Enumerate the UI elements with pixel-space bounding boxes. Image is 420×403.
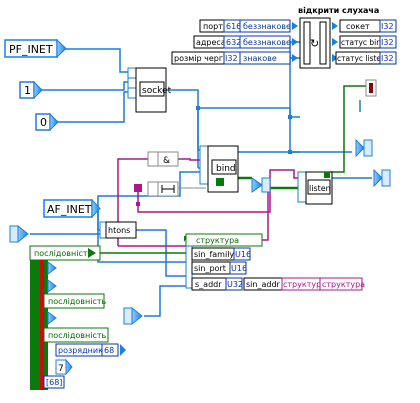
zero-label: 0 bbox=[40, 116, 47, 129]
listen-status-type: I32 bbox=[381, 54, 394, 63]
struct-label-1: структура bbox=[283, 280, 326, 289]
htons-function[interactable]: htons bbox=[99, 221, 137, 239]
size-of-operator[interactable] bbox=[134, 181, 179, 197]
s-addr-label: s_addr bbox=[195, 280, 222, 289]
bind-status-label: статус bind bbox=[341, 38, 386, 47]
output-terminal-3[interactable] bbox=[251, 177, 271, 193]
sin-addr-label: sin_addr bbox=[246, 280, 281, 289]
zero-item-label: розрядник bbox=[58, 346, 103, 355]
input-terminal-address[interactable] bbox=[123, 306, 143, 326]
htons-label: htons bbox=[108, 226, 130, 235]
and-label: & bbox=[163, 156, 170, 166]
pf-inet-label: PF_INET bbox=[9, 43, 53, 56]
listen-panel: відкрити слухача ↻ порт 616 беззнакове а… bbox=[171, 5, 397, 69]
sequence-block[interactable]: послідовність послідовність послідовніст… bbox=[29, 245, 126, 390]
bind-status-type: I32 bbox=[381, 38, 394, 47]
panel-input-port[interactable]: порт 616 беззнакове bbox=[199, 19, 298, 33]
bind-function[interactable]: bind bbox=[199, 145, 239, 193]
address-type: 632 bbox=[226, 38, 241, 47]
sin-port-type: U16 bbox=[231, 264, 247, 273]
struct-builder[interactable]: структура sin_family U16 sin_port U16 s_… bbox=[184, 233, 365, 291]
socket-label: socket bbox=[142, 86, 172, 96]
constant-one[interactable]: 1 bbox=[19, 80, 43, 100]
constant-pf-inet[interactable]: PF_INET bbox=[4, 38, 67, 59]
struct-header: структура bbox=[196, 236, 239, 245]
address-label: адреса bbox=[196, 38, 226, 47]
one-label: 1 bbox=[24, 84, 31, 97]
queue-label: розмір черги bbox=[174, 54, 228, 63]
socket-out-type: I32 bbox=[381, 22, 394, 31]
sin-family-type: U16 bbox=[235, 250, 251, 259]
socket-function[interactable]: socket bbox=[127, 67, 172, 113]
sequence-label-3: послідовність bbox=[48, 331, 107, 340]
bind-label: bind bbox=[216, 164, 236, 174]
listen-label: listen bbox=[309, 184, 331, 193]
sin-port-label: sin_port bbox=[194, 264, 226, 273]
sequence-label-1: послідовність bbox=[34, 249, 93, 258]
panel-input-address[interactable]: адреса 632 беззнакове bbox=[193, 35, 298, 49]
listen-panel-glyph: ↻ bbox=[310, 37, 319, 50]
output-terminal-2[interactable] bbox=[373, 168, 391, 188]
array-label: [68] bbox=[46, 378, 62, 387]
s-addr-type: U32 bbox=[227, 280, 243, 289]
panel-output-listen-status[interactable]: статус listen I32 bbox=[332, 51, 397, 65]
listen-function[interactable]: listen bbox=[297, 171, 333, 205]
junctions bbox=[136, 106, 292, 206]
constant-zero[interactable]: 0 bbox=[35, 112, 59, 132]
struct-label-2: структура bbox=[322, 280, 365, 289]
address-desc: беззнакове bbox=[243, 38, 291, 47]
sin-family-label: sin_family bbox=[194, 250, 234, 259]
port-desc: беззнакове bbox=[243, 22, 291, 31]
panel-input-queue[interactable]: розмір черги I32 знакове bbox=[171, 51, 298, 65]
output-terminal-1[interactable] bbox=[355, 138, 373, 158]
num-68-label: 68 bbox=[104, 346, 114, 355]
num-7-label: 7 bbox=[58, 364, 64, 374]
constant-af-inet[interactable]: AF_INET bbox=[43, 198, 101, 219]
listen-status-label: статус listen bbox=[337, 54, 386, 63]
af-inet-label: AF_INET bbox=[47, 203, 92, 216]
sequence-label-2: послідовність bbox=[48, 297, 107, 306]
listen-panel-title: відкрити слухача bbox=[298, 5, 379, 15]
and-operator[interactable]: & bbox=[147, 151, 179, 167]
queue-desc: знакове bbox=[243, 54, 277, 63]
panel-output-socket[interactable]: сокет I32 bbox=[332, 19, 397, 33]
port-type: 616 bbox=[226, 22, 241, 31]
port-label: порт bbox=[203, 22, 223, 31]
output-terminal-4[interactable] bbox=[365, 79, 377, 97]
input-terminal-port[interactable] bbox=[9, 224, 29, 244]
socket-out-label: сокет bbox=[346, 22, 370, 31]
queue-type: I32 bbox=[225, 54, 238, 63]
panel-output-bind-status[interactable]: статус bind I32 bbox=[332, 35, 397, 49]
